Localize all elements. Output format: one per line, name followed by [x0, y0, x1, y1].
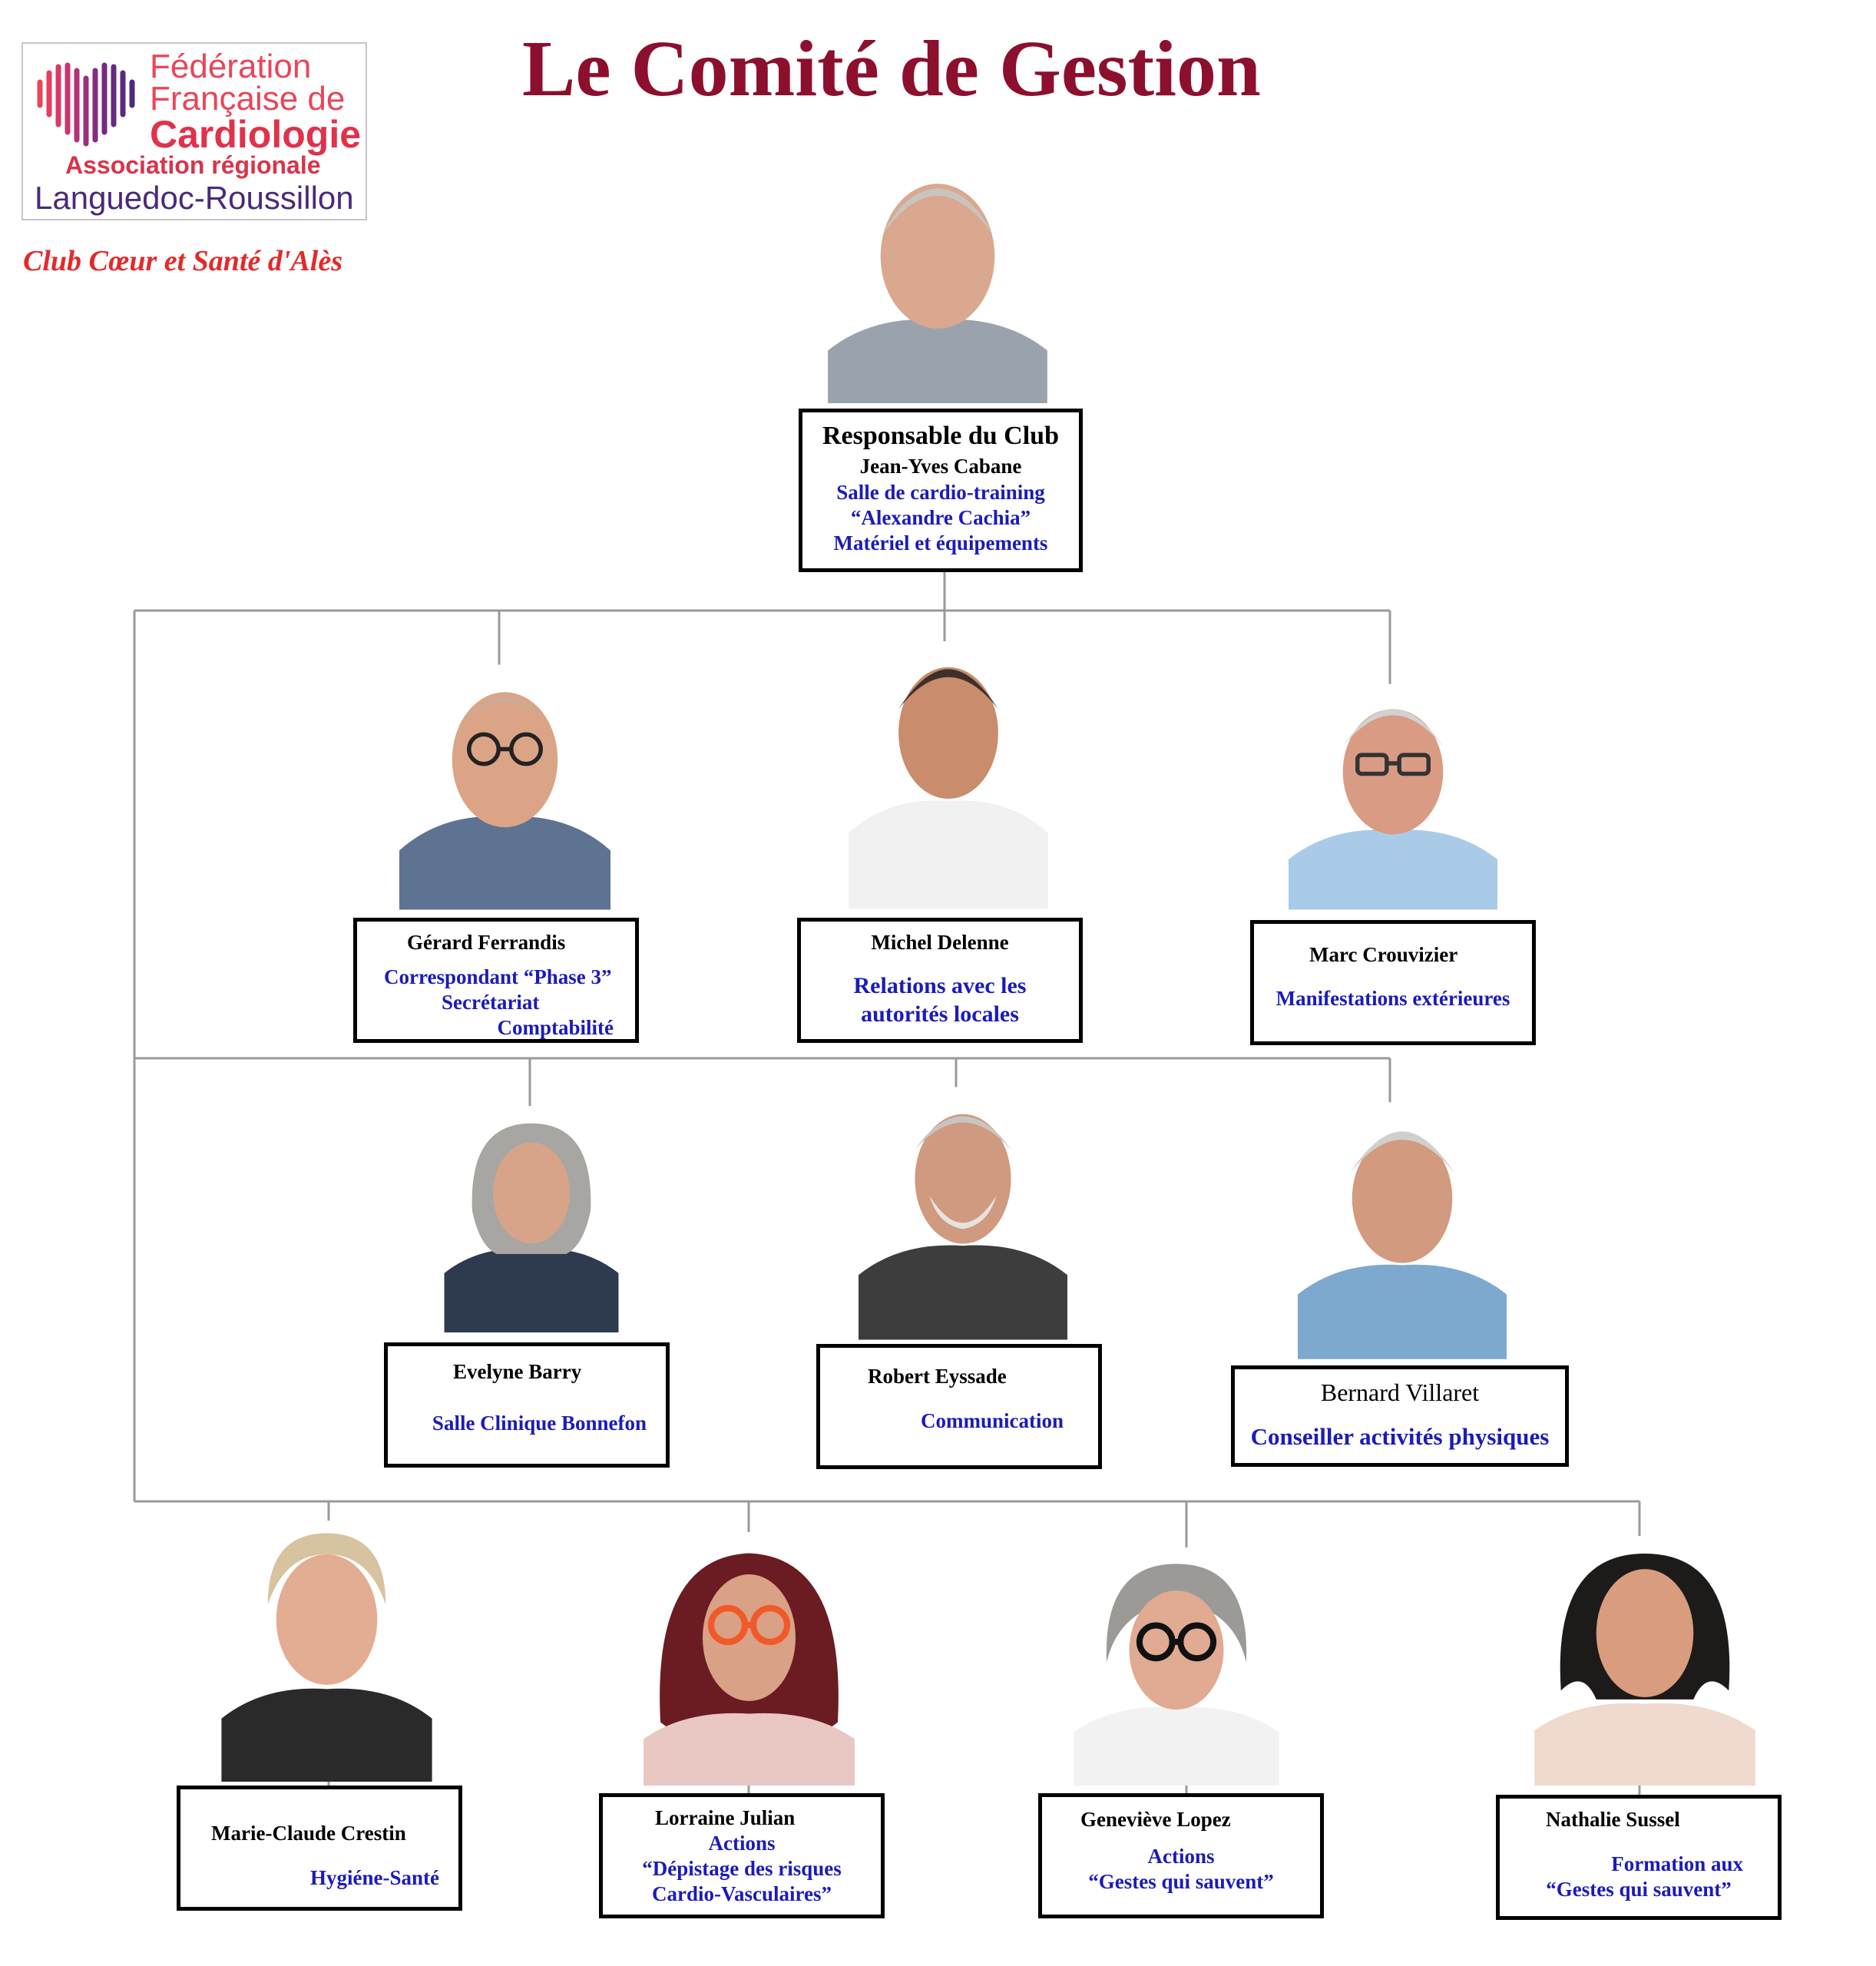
- member-box-marc-crouvizier: Marc Crouvizier Manifestations extérieur…: [1250, 920, 1536, 1045]
- photo-gerard-ferrandis: [399, 664, 610, 910]
- logo-text-region: Languedoc-Roussillon: [35, 180, 354, 216]
- member-name: Lorraine Julian: [655, 1806, 796, 1829]
- heart-logo-icon: [37, 62, 135, 147]
- member-role-3: Comptabilité: [497, 1016, 614, 1039]
- ffc-logo: Fédération Française de Cardiologie Asso…: [22, 42, 367, 220]
- member-role-1: Formation aux: [1611, 1852, 1743, 1875]
- member-role-3: Cardio-Vasculaires”: [651, 1882, 832, 1905]
- portrait-icon: [1289, 683, 1497, 910]
- leader-role-1: Salle de cardio-training: [836, 481, 1045, 504]
- member-role-2: autorités locales: [861, 1001, 1019, 1027]
- member-role-2: Secrétariat: [442, 991, 540, 1014]
- photo-jean-yves-cabane: [828, 157, 1047, 403]
- portrait-icon: [444, 1106, 619, 1332]
- member-box-marie-claude-crestin: Marie-Claude Crestin Hygiéne-Santé: [177, 1786, 462, 1911]
- logo-text-association: Association régionale: [65, 151, 321, 179]
- portrait-icon: [221, 1521, 432, 1782]
- member-role-1: Salle Clinique Bonnefon: [432, 1412, 647, 1435]
- member-box-evelyne-barry: Evelyne Barry Salle Clinique Bonnefon: [384, 1342, 670, 1468]
- member-name: Geneviève Lopez: [1080, 1808, 1231, 1831]
- member-role-2: “Dépistage des risques: [642, 1857, 842, 1880]
- leader-role-2: “Alexandre Cachia”: [850, 506, 1031, 529]
- portrait-icon: [849, 641, 1048, 909]
- member-box-michel-delenne: Michel Delenne Relations avec les autori…: [797, 918, 1083, 1043]
- page-title: Le Comité de Gestion: [522, 25, 1261, 113]
- leader-name: Jean-Yves Cabane: [859, 455, 1022, 478]
- member-name: Marie-Claude Crestin: [211, 1822, 406, 1845]
- member-name: Bernard Villaret: [1320, 1379, 1480, 1406]
- photo-bernard-villaret: [1298, 1102, 1507, 1359]
- logo-text-cardiologie: Cardiologie: [150, 113, 362, 156]
- photo-evelyne-barry: [444, 1106, 619, 1332]
- photo-marie-claude-crestin: [221, 1521, 432, 1782]
- member-role-1: Manifestations extérieures: [1275, 987, 1510, 1010]
- photo-michel-delenne: [849, 641, 1048, 909]
- portrait-icon: [828, 157, 1047, 403]
- member-role-1: Conseiller activités physiques: [1250, 1423, 1550, 1450]
- member-box-robert-eyssade: Robert Eyssade Communication: [816, 1344, 1102, 1469]
- member-name: Nathalie Sussel: [1546, 1808, 1680, 1831]
- leader-box: Responsable du Club Jean-Yves Cabane Sal…: [799, 409, 1083, 572]
- photo-nathalie-sussel: [1534, 1536, 1755, 1786]
- member-role-1: Communication: [920, 1409, 1064, 1432]
- portrait-icon: [644, 1532, 855, 1786]
- logo-text-francaise: Française de: [150, 80, 346, 117]
- photo-lorraine-julian: [644, 1532, 855, 1786]
- photo-robert-eyssade: [859, 1087, 1067, 1340]
- member-role-2: “Gestes qui sauvent”: [1546, 1878, 1732, 1901]
- member-role-1: Hygiéne-Santé: [310, 1866, 439, 1889]
- member-role-1: Actions: [1147, 1845, 1215, 1868]
- member-box-bernard-villaret: Bernard Villaret Conseiller activités ph…: [1231, 1365, 1569, 1467]
- member-name: Marc Crouvizier: [1309, 943, 1458, 966]
- logo-text-federation: Fédération: [150, 48, 312, 85]
- member-box-nathalie-sussel: Nathalie Sussel Formation aux “Gestes qu…: [1496, 1795, 1782, 1920]
- member-box-lorraine-julian: Lorraine Julian Actions “Dépistage des r…: [599, 1793, 885, 1918]
- portrait-icon: [1074, 1547, 1279, 1786]
- member-role-1: Correspondant “Phase 3”: [384, 965, 612, 988]
- member-name: Michel Delenne: [871, 931, 1009, 954]
- portrait-icon: [1298, 1102, 1507, 1359]
- club-name: Club Cœur et Santé d'Alès: [23, 245, 342, 277]
- member-name: Gérard Ferrandis: [407, 931, 566, 954]
- photo-marc-crouvizier: [1289, 683, 1497, 910]
- member-name: Robert Eyssade: [868, 1365, 1007, 1388]
- member-name: Evelyne Barry: [453, 1360, 582, 1383]
- member-role-2: “Gestes qui sauvent”: [1088, 1870, 1274, 1893]
- member-role-1: Relations avec les: [853, 973, 1027, 998]
- portrait-icon: [859, 1087, 1067, 1340]
- member-role-1: Actions: [708, 1832, 776, 1855]
- leader-role-3: Matériel et équipements: [833, 531, 1048, 554]
- photo-genevieve-lopez: [1074, 1547, 1279, 1786]
- leader-heading: Responsable du Club: [822, 422, 1059, 450]
- member-box-genevieve-lopez: Geneviève Lopez Actions “Gestes qui sauv…: [1038, 1793, 1324, 1918]
- member-box-gerard-ferrandis: Gérard Ferrandis Correspondant “Phase 3”…: [353, 918, 639, 1043]
- portrait-icon: [1534, 1536, 1755, 1786]
- portrait-icon: [399, 664, 610, 910]
